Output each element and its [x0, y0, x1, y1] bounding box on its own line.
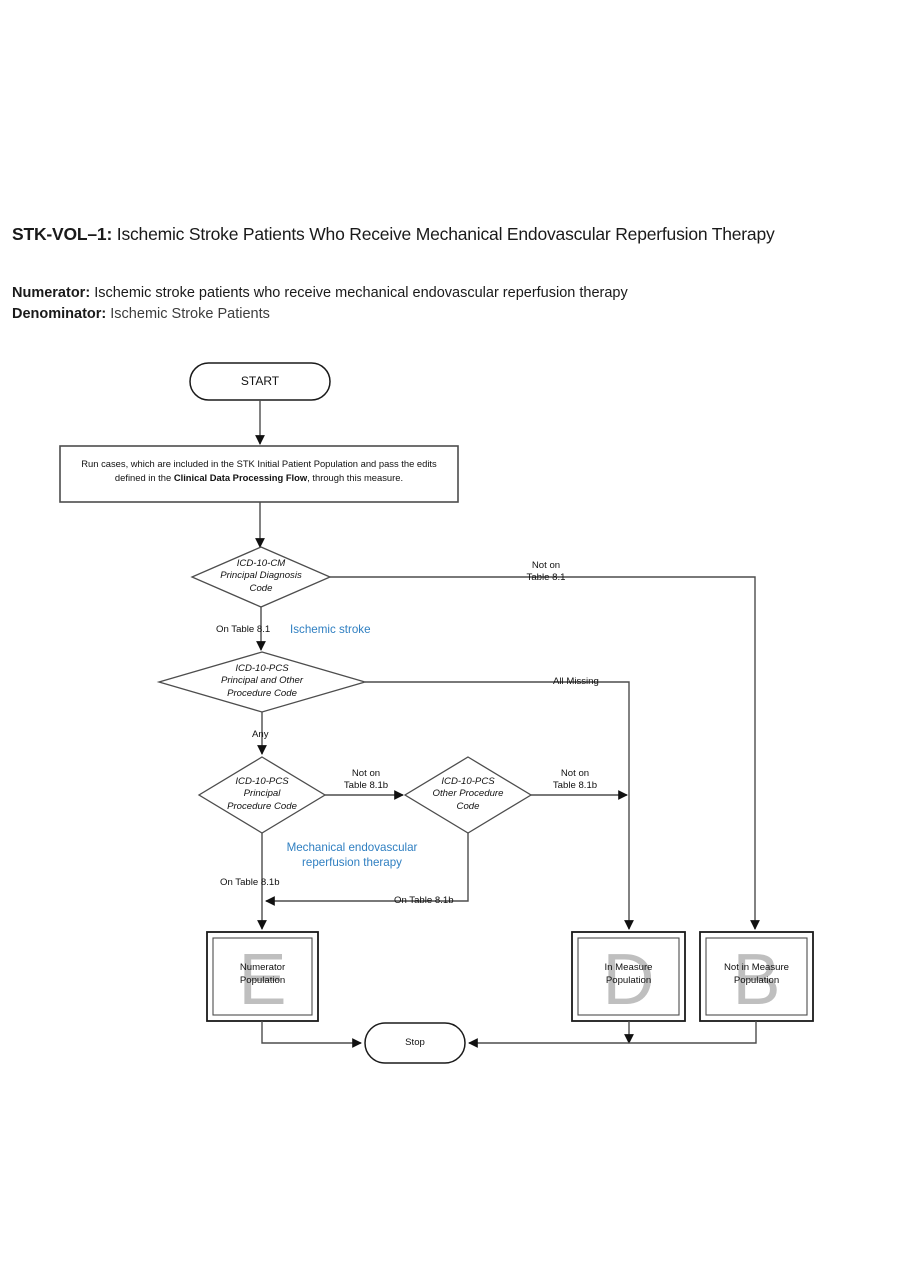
edge-label-not-on-table-81b-b: Not on Table 8.1b	[538, 768, 612, 792]
measure-header: STK-VOL–1: Ischemic Stroke Patients Who …	[12, 222, 888, 246]
numerator-line: Numerator: Ischemic stroke patients who …	[12, 283, 888, 304]
decision-2-shape	[156, 651, 368, 713]
edge-label-on-table-81b-loop: On Table 8.1b	[394, 895, 454, 906]
edge-not-in-measure-to-stop	[468, 1021, 757, 1048]
edge-label-on-table-81: On Table 8.1	[216, 624, 271, 635]
process-box-shape	[59, 445, 459, 503]
denominator-line: Denominator: Ischemic Stroke Patients	[12, 304, 888, 325]
start-terminator-shape	[189, 362, 331, 401]
edge-label-not-on-table-81b-a: Not on Table 8.1b	[330, 768, 402, 792]
edge-d1-not-on-table81	[330, 576, 760, 930]
decision-1-shape	[190, 546, 332, 608]
edge-label-not-on-table-81b-b-line1: Not on	[560, 768, 590, 779]
stop-terminator-shape	[364, 1022, 466, 1064]
annotation-mechanical-endovascular: Mechanical endovascular reperfusion ther…	[272, 841, 432, 870]
numerator-label: Numerator:	[12, 285, 91, 301]
edge-label-not-on-table-81-line2: Table 8.1	[526, 572, 566, 584]
terminal-in-measure-inner	[577, 937, 680, 1016]
measure-title: Ischemic Stroke Patients Who Receive Mec…	[116, 224, 775, 244]
edge-label-not-on-table-81: Not on Table 8.1	[496, 560, 596, 584]
edge-label-not-on-table-81b-b-line2: Table 8.1b	[552, 780, 598, 792]
annotation-mechanical-line2: reperfusion therapy	[302, 855, 402, 869]
annotation-ischemic-stroke: Ischemic stroke	[290, 623, 371, 636]
edge-d4-on-table81b-loop	[265, 833, 469, 906]
edge-numerator-to-stop	[261, 1021, 362, 1048]
terminal-not-in-measure-inner	[705, 937, 808, 1016]
edge-label-all-missing: All Missing	[553, 676, 599, 687]
edge-label-not-on-table-81-line1: Not on	[531, 560, 561, 571]
edge-label-not-on-table-81b-a-line1: Not on	[351, 768, 381, 779]
denominator-label: Denominator:	[12, 305, 107, 322]
edge-label-not-on-table-81b-a-line2: Table 8.1b	[343, 780, 389, 792]
numerator-value: Ischemic stroke patients who receive mec…	[94, 285, 628, 301]
title-separator: :	[106, 224, 113, 244]
measure-id: STK-VOL–1	[12, 224, 107, 244]
decision-3-shape	[197, 756, 327, 834]
page-title: STK-VOL–1: Ischemic Stroke Patients Who …	[12, 222, 888, 246]
measure-definitions: Numerator: Ischemic stroke patients who …	[12, 283, 888, 324]
decision-4-shape	[403, 756, 533, 834]
annotation-mechanical-line1: Mechanical endovascular	[286, 841, 418, 854]
edge-label-any: Any	[252, 729, 269, 740]
edge-label-on-table-81b-left: On Table 8.1b	[220, 877, 280, 888]
edge-d2-all-missing	[365, 681, 634, 930]
denominator-value: Ischemic Stroke Patients	[110, 305, 270, 322]
terminal-numerator-inner	[212, 937, 313, 1016]
